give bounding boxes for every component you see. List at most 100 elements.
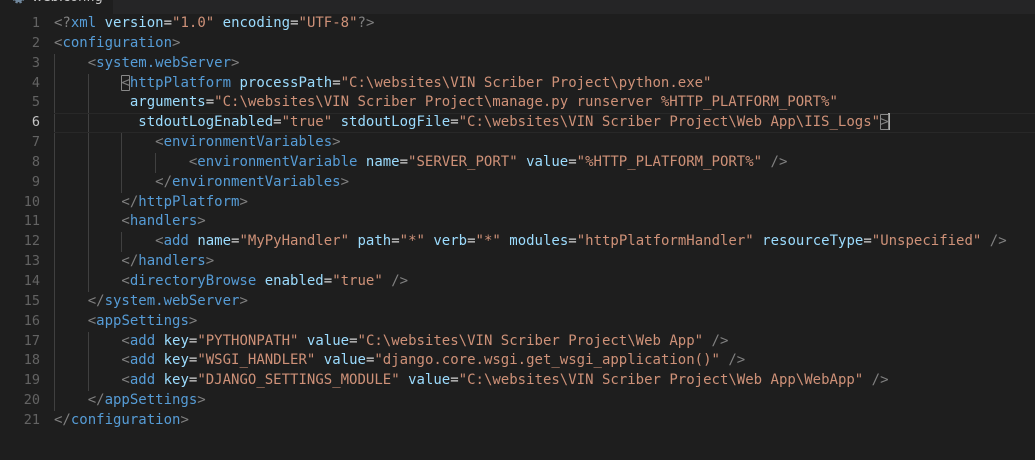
code-line-content[interactable]: <environmentVariables> (54, 133, 340, 153)
line-number[interactable]: 2 (31, 34, 40, 51)
editor-lines[interactable]: 1<?xml version="1.0" encoding="UTF-8"?>2… (0, 14, 1035, 431)
token-eq: = (863, 233, 872, 250)
code-line[interactable]: 18 <add key="WSGI_HANDLER" value="django… (0, 351, 1035, 371)
code-line[interactable]: 5 arguments="C:\websites\VIN Scriber Pro… (0, 93, 1035, 113)
code-line-content[interactable]: <?xml version="1.0" encoding="UTF-8"?> (54, 14, 374, 34)
code-line-content[interactable]: <system.webServer> (54, 54, 240, 74)
code-line-content[interactable]: arguments="C:\websites\VIN Scriber Proje… (54, 93, 838, 113)
token-tag: add (163, 233, 189, 250)
code-line[interactable]: 17 <add key="PYTHONPATH" value="C:\websi… (0, 332, 1035, 352)
code-line[interactable]: 7 <environmentVariables> (0, 133, 1035, 153)
token-eq: = (231, 233, 240, 250)
line-number[interactable]: 13 (23, 253, 40, 270)
token-eq: = (188, 372, 198, 389)
token-punc: < (54, 134, 164, 151)
code-line-content[interactable]: <httpPlatform processPath="C:\websites\V… (54, 74, 712, 94)
code-editor[interactable]: 1<?xml version="1.0" encoding="UTF-8"?>2… (0, 14, 1035, 460)
token-eq: = (349, 332, 358, 349)
line-number[interactable]: 3 (31, 54, 40, 71)
line-number[interactable]: 17 (23, 332, 40, 349)
line-number[interactable]: 11 (23, 213, 40, 230)
token-punc: > (197, 213, 206, 230)
code-line[interactable]: 11 <handlers> (0, 212, 1035, 232)
code-line[interactable]: 13 </handlers> (0, 252, 1035, 272)
code-line-content[interactable]: </configuration> (54, 411, 189, 431)
token-punc: > (880, 114, 889, 131)
line-number[interactable]: 14 (23, 272, 40, 289)
line-number[interactable]: 9 (31, 173, 40, 190)
line-number[interactable]: 20 (23, 392, 40, 409)
code-line-content[interactable]: <add key="WSGI_HANDLER" value="django.co… (54, 351, 745, 371)
line-number[interactable]: 8 (31, 153, 40, 170)
line-number[interactable]: 16 (23, 312, 40, 329)
token-tag: add (129, 352, 156, 369)
code-line[interactable]: 9 </environmentVariables> (0, 173, 1035, 193)
code-line[interactable]: 20 </appSettings> (0, 391, 1035, 411)
line-number[interactable]: 10 (23, 193, 40, 210)
code-line-content[interactable]: </environmentVariables> (54, 173, 349, 193)
code-line-content[interactable]: <add key="PYTHONPATH" value="C:\websites… (54, 332, 728, 352)
token-eq: = (467, 233, 476, 250)
token-punc: > (197, 392, 206, 409)
token-punc: < (54, 233, 164, 250)
code-line[interactable]: 2 <configuration> (0, 34, 1035, 54)
line-number[interactable]: 12 (23, 233, 40, 250)
token-str: "true" (281, 114, 333, 131)
code-line[interactable]: 10 </httpPlatform> (0, 193, 1035, 213)
code-line[interactable]: 21 </configuration> (0, 411, 1035, 431)
code-line[interactable]: 12 <add name="MyPyHandler" path="*" verb… (0, 232, 1035, 252)
line-number[interactable]: 19 (23, 372, 40, 389)
code-line[interactable]: 3 <system.webServer> (0, 54, 1035, 74)
token-eq: = (273, 114, 282, 131)
line-number[interactable]: 7 (31, 134, 40, 151)
code-line-content[interactable]: stdoutLogEnabled="true" stdoutLogFile="C… (54, 113, 890, 133)
token-attr: value (323, 352, 366, 369)
code-line[interactable]: 1 <?xml version="1.0" encoding="UTF-8"?> (0, 14, 1035, 34)
token-punc: /> (703, 332, 729, 349)
line-number[interactable]: 6 (31, 114, 40, 131)
token-tag: environmentVariables (172, 173, 341, 190)
code-line-content[interactable]: <add name="MyPyHandler" path="*" verb="*… (54, 232, 1007, 252)
code-line-content[interactable]: <configuration> (54, 34, 180, 54)
token-attr: key (163, 352, 189, 369)
code-line[interactable]: 15 </system.webServer> (0, 292, 1035, 312)
code-line-content[interactable]: <handlers> (54, 212, 206, 232)
token-plain (256, 273, 264, 289)
code-line[interactable]: 4 <httpPlatform processPath="C:\websites… (0, 74, 1035, 94)
token-punc: > (172, 34, 181, 51)
code-line-content[interactable]: </handlers> (54, 252, 214, 272)
line-number[interactable]: 5 (31, 94, 40, 111)
code-line-content[interactable]: <appSettings> (54, 312, 198, 332)
line-number[interactable]: 4 (31, 74, 40, 91)
line-number[interactable]: 18 (23, 352, 40, 369)
code-line-content[interactable]: <environmentVariable name="SERVER_PORT" … (54, 153, 788, 173)
token-punc: </ (54, 392, 105, 409)
token-punc: > (340, 173, 350, 190)
code-line-content[interactable]: <add key="DJANGO_SETTINGS_MODULE" value=… (54, 371, 888, 391)
code-line-content[interactable]: </appSettings> (54, 391, 206, 411)
token-attr: processPath (239, 74, 333, 91)
code-line[interactable]: 19 <add key="DJANGO_SETTINGS_MODULE" val… (0, 371, 1035, 391)
code-line[interactable]: 16 <appSettings> (0, 312, 1035, 332)
line-number[interactable]: 15 (23, 292, 40, 309)
token-plain (155, 372, 163, 388)
line-number[interactable]: 21 (23, 411, 40, 428)
code-line-content[interactable]: </httpPlatform> (54, 193, 247, 213)
token-plain (155, 333, 163, 349)
line-number[interactable]: 1 (31, 15, 40, 31)
token-attr: encoding (222, 15, 291, 31)
token-tag: xml (70, 15, 97, 31)
token-tag: directoryBrowse (129, 272, 257, 289)
tab-label: web.config (32, 0, 103, 5)
code-line[interactable]: 14 <directoryBrowse enabled="true" /> (0, 272, 1035, 292)
code-line-content[interactable]: </system.webServer> (54, 292, 248, 312)
code-line[interactable]: 8 <environmentVariable name="SERVER_PORT… (0, 153, 1035, 173)
token-punc: < (54, 272, 130, 289)
token-str: "django.core.wsgi.get_wsgi_application()… (374, 352, 720, 369)
code-line-content[interactable]: <directoryBrowse enabled="true" /> (54, 272, 408, 292)
token-attr: key (163, 372, 189, 389)
gear-icon (10, 0, 26, 5)
code-line[interactable]: 6 stdoutLogEnabled="true" stdoutLogFile=… (0, 113, 1035, 134)
token-eq: = (290, 15, 299, 31)
tab-web-config[interactable]: web.config (0, 0, 114, 14)
